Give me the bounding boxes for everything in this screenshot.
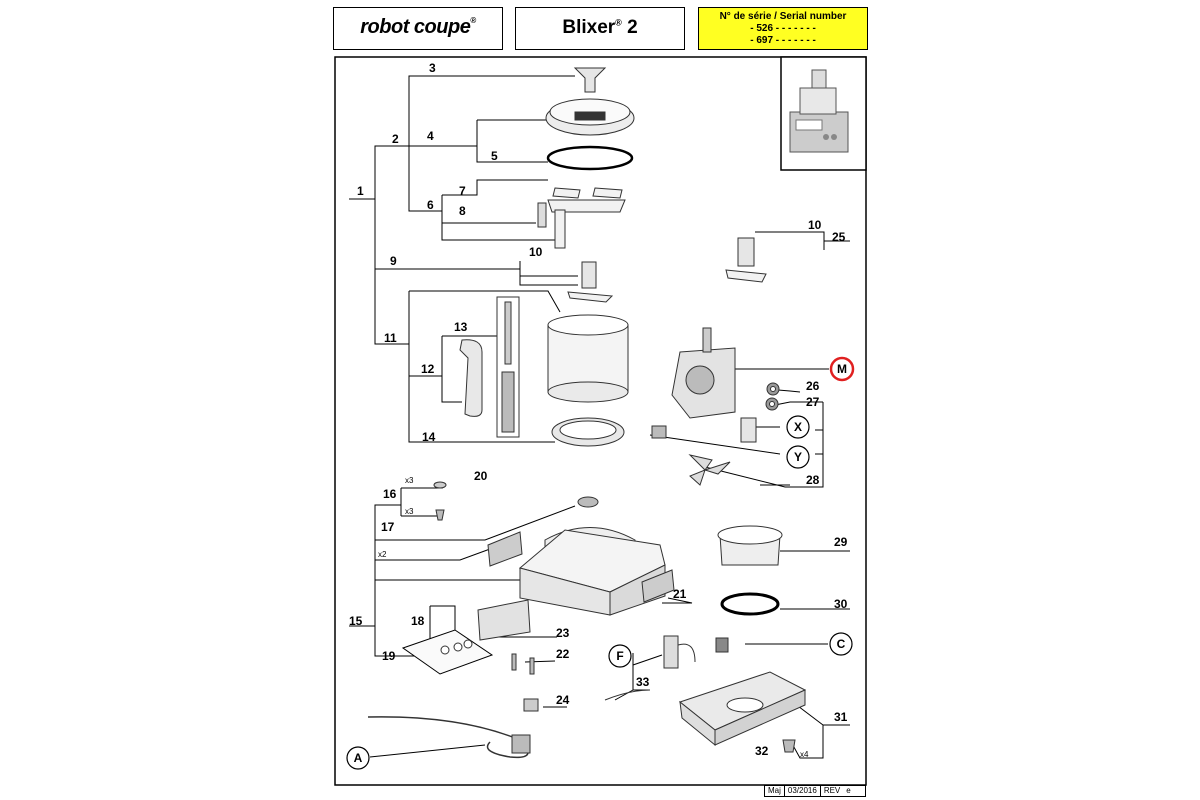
callout-10: 10 [529,245,543,259]
parts-drawings [367,67,807,759]
callout-13: 13 [454,320,468,334]
circled-callouts: M X Y F C A [346,356,855,770]
callout-22: 22 [556,647,570,661]
callout-1: 1 [357,184,364,198]
callout-10-right: 10 [808,218,822,232]
callout-21: 21 [673,587,687,601]
callout-4: 4 [427,129,434,143]
callout-31: 31 [834,710,848,724]
model-title-box: Blixer® 2 [515,7,685,50]
callout-17: 17 [381,520,395,534]
callout-33: 33 [636,675,650,689]
callout-m: M [837,362,847,376]
callout-25: 25 [832,230,846,244]
callout-f: F [616,649,623,663]
callout-9: 9 [390,254,397,268]
maj-label: Maj [768,786,781,795]
callout-19: 19 [382,649,396,663]
qty-x4: x4 [800,750,809,759]
callout-24: 24 [556,693,570,707]
quantity-labels: x3 x3 x2 x4 [378,476,809,759]
qty-x3-bottom: x3 [405,507,414,516]
machine-thumbnail [780,56,867,171]
callout-7: 7 [459,184,466,198]
model-title-reg: ® [615,17,622,28]
callout-2: 2 [392,132,399,146]
qty-x2: x2 [378,550,387,559]
callout-28: 28 [806,473,820,487]
revision-footer: Maj 03/2016 REV e [764,785,866,797]
callout-5: 5 [491,149,498,163]
callout-26: 26 [806,379,820,393]
serial-number-range-1: - 526 - - - - - - - [750,23,816,34]
serial-number-box: N° de série / Serial number - 526 - - - … [698,7,868,50]
diagram-frame [334,56,867,786]
serial-number-title: N° de série / Serial number [719,11,847,22]
logo-text: robot coupe [360,16,471,38]
callout-20: 20 [474,469,488,483]
callout-27: 27 [806,395,820,409]
callout-18: 18 [411,614,425,628]
callout-14: 14 [422,430,436,444]
callout-29: 29 [834,535,848,549]
callout-23: 23 [556,626,570,640]
qty-x3-top: x3 [405,476,414,485]
leader-lines [349,75,850,759]
callout-16: 16 [383,487,397,501]
callout-8: 8 [459,204,466,218]
callout-12: 12 [421,362,435,376]
callout-x: X [794,420,802,434]
model-title: Blixer [562,17,616,38]
logo-registered-mark: ® [470,16,476,25]
callout-a: A [354,751,363,765]
callout-m-ring [829,356,855,382]
callout-3: 3 [429,61,436,75]
callout-32: 32 [755,744,769,758]
callout-15: 15 [349,614,363,628]
callout-labels: 1 2 3 4 5 6 7 8 9 10 10 11 12 13 14 15 1… [349,61,848,758]
rev-label: REV [819,786,843,796]
rev-value: e [846,786,851,795]
callout-30: 30 [834,597,848,611]
model-number: 2 [627,17,638,38]
callout-11: 11 [384,331,397,345]
revision-date: 03/2016 [783,786,820,796]
serial-number-range-2: - 697 - - - - - - - [750,35,816,46]
robot-coupe-logo: robot coupe® [333,7,503,50]
callout-6: 6 [427,198,434,212]
callout-y: Y [794,450,802,464]
callout-c: C [837,637,846,651]
